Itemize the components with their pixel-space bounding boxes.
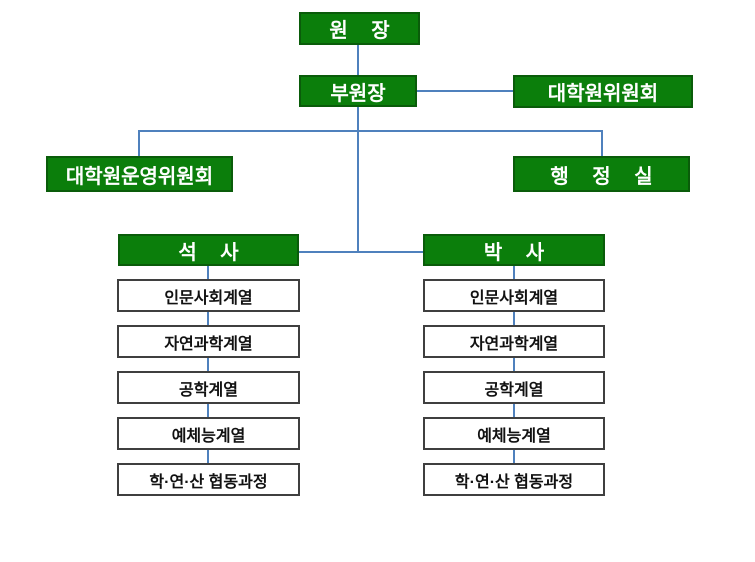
doctoral-program-box: 자연과학계열 xyxy=(423,325,605,358)
connector-masters-2 xyxy=(207,312,209,325)
connector-vice-gradcommittee xyxy=(417,90,513,92)
connector-doctoral-4 xyxy=(513,404,515,417)
connector-doctoral-1 xyxy=(513,266,515,279)
node-vice-director: 부원장 xyxy=(299,75,417,107)
connector-masters-1 xyxy=(207,266,209,279)
connector-vice-trunk xyxy=(357,107,359,252)
doctoral-program-box: 예체능계열 xyxy=(423,417,605,450)
node-masters: 석 사 xyxy=(118,234,299,266)
node-steering-committee: 대학원운영위원회 xyxy=(46,156,233,192)
masters-program-box: 예체능계열 xyxy=(117,417,300,450)
node-admin-office: 행 정 실 xyxy=(513,156,690,192)
connector-doctoral-3 xyxy=(513,358,515,371)
doctoral-program-box: 공학계열 xyxy=(423,371,605,404)
connector-doctoral-2 xyxy=(513,312,515,325)
masters-program-box: 학·연·산 협동과정 xyxy=(117,463,300,496)
connector-director-vice xyxy=(357,45,359,75)
masters-program-box: 자연과학계열 xyxy=(117,325,300,358)
node-director: 원 장 xyxy=(299,12,420,45)
connector-drop-admin xyxy=(601,130,603,156)
masters-program-box: 인문사회계열 xyxy=(117,279,300,312)
masters-program-box: 공학계열 xyxy=(117,371,300,404)
connector-masters-5 xyxy=(207,450,209,463)
doctoral-program-box: 학·연·산 협동과정 xyxy=(423,463,605,496)
connector-drop-steering xyxy=(138,130,140,156)
connector-doctoral-5 xyxy=(513,450,515,463)
node-grad-committee: 대학원위원회 xyxy=(513,75,693,108)
connector-masters-3 xyxy=(207,358,209,371)
connector-masters-4 xyxy=(207,404,209,417)
connector-branch-horizontal xyxy=(138,130,603,132)
connector-masters-doctoral xyxy=(299,251,423,253)
doctoral-program-box: 인문사회계열 xyxy=(423,279,605,312)
node-doctoral: 박 사 xyxy=(423,234,605,266)
